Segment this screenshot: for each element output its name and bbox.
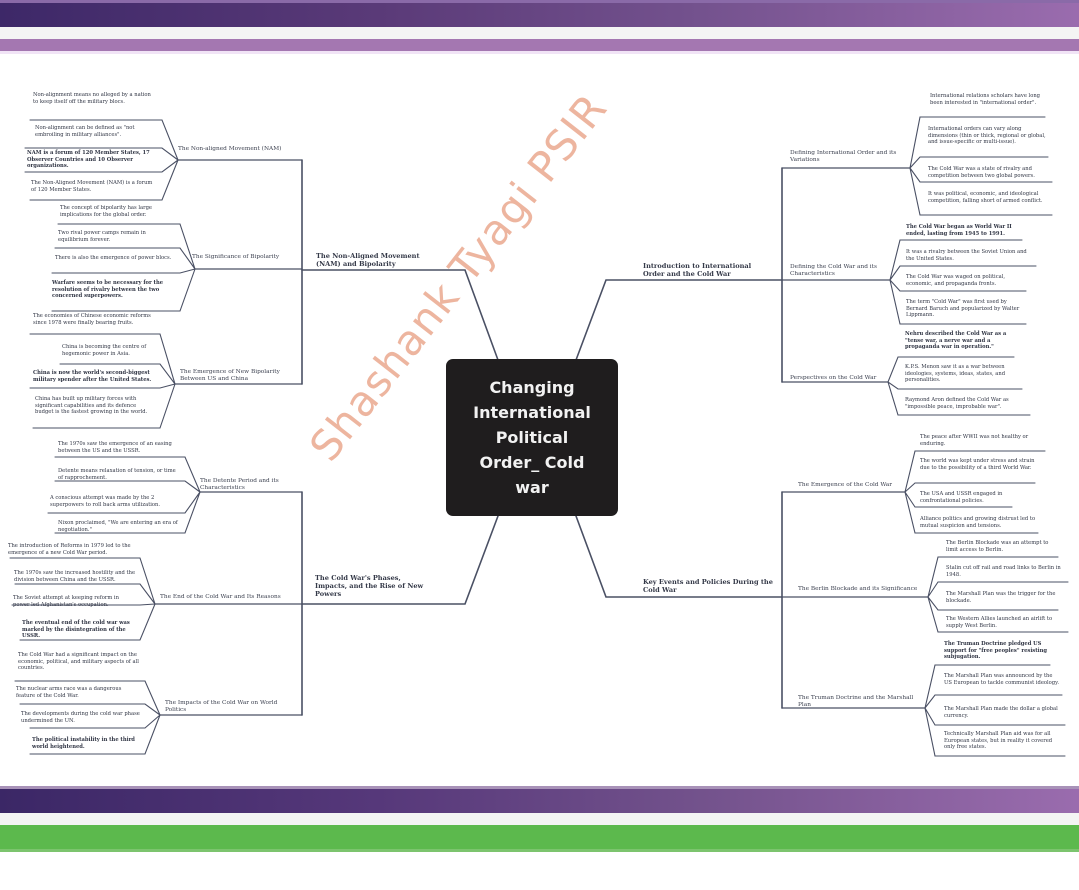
sub-perspectives-label[interactable]: Perspectives on the Cold War <box>790 375 877 381</box>
sub-berlin-label[interactable]: The Berlin Blockade and its Significance <box>798 586 918 592</box>
leaf: The peace after WWII was not healthy or … <box>920 434 1029 447</box>
header-stripe <box>0 39 1079 51</box>
branch-events-label[interactable]: Key Events and Policies During the Cold … <box>643 578 773 594</box>
leaf: Nixon proclaimed, "We are entering an er… <box>58 520 178 533</box>
leaf: The Marshall Plan made the dollar a glob… <box>944 706 1058 719</box>
leaf: NAM is a forum of 120 Member States, 17 … <box>27 150 150 170</box>
leaf: The Berlin Blockade was an attempt to li… <box>946 540 1049 553</box>
leaf: It was political, economic, and ideologi… <box>928 191 1043 204</box>
leaf: The Non-Aligned Movement (NAM) is a foru… <box>31 180 153 193</box>
leaf: China has built up military forces with … <box>35 396 148 416</box>
leaf: The economies of Chinese economic reform… <box>33 313 151 326</box>
leaf: The developments during the cold war pha… <box>21 711 140 724</box>
leaf: The USA and USSR engaged in confrontatio… <box>920 491 1003 504</box>
leaf: The political instability in the third w… <box>32 737 135 750</box>
leaf: The Marshall Plan was announced by the U… <box>944 673 1060 686</box>
leaf: Raymond Aron defined the Cold War as "im… <box>905 397 1009 410</box>
leaf: China is becoming the centre of hegemoni… <box>62 344 147 357</box>
leaf: The Cold War was waged on political, eco… <box>906 274 1006 287</box>
leaf: The concept of bipolarity has large impl… <box>60 205 152 218</box>
sub-truman-label[interactable]: The Truman Doctrine and the Marshall Pla… <box>798 695 914 708</box>
footer-gap <box>0 813 1079 825</box>
sub-defining-cold-war-label[interactable]: Defining the Cold War and its Characteri… <box>790 264 877 277</box>
leaf: There is also the emergence of power blo… <box>55 255 172 261</box>
leaf: International relations scholars have lo… <box>930 93 1040 106</box>
leaf: The nuclear arms race was a dangerous fe… <box>16 686 122 699</box>
leaf: The Soviet attempt at keeping reform in … <box>13 595 119 608</box>
sub-emergence-label[interactable]: The Emergence of the Cold War <box>798 482 893 488</box>
sub-new-bipolarity-label[interactable]: The Emergence of New Bipolarity Between … <box>180 369 280 382</box>
sub-detente-label[interactable]: The Detente Period and its Characteristi… <box>200 478 279 491</box>
leaf: Two rival power camps remain in equilibr… <box>58 230 146 243</box>
leaf: Alliance politics and growing distrust l… <box>920 516 1036 529</box>
sub-defining-order-label[interactable]: Defining International Order and its Var… <box>790 150 897 163</box>
leaf: Non-alignment means no alleged by a nati… <box>33 92 151 105</box>
branch-intro-label[interactable]: Introduction to International Order and … <box>643 262 752 278</box>
sub-nam-label[interactable]: The Non-aligned Movement (NAM) <box>178 146 282 152</box>
leaf: The Truman Doctrine pledged US support f… <box>944 641 1047 661</box>
leaf: International orders can vary along dime… <box>928 126 1046 146</box>
leaf: The Marshall Plan was the trigger for th… <box>946 591 1056 604</box>
leaf: Stalin cut off rail and road links to Be… <box>946 565 1061 578</box>
leaf: Detente means relaxation of tension, or … <box>58 468 176 481</box>
sub-bipolarity-label[interactable]: The Significance of Bipolarity <box>192 254 280 260</box>
leaf: The 1970s saw the increased hostility an… <box>14 570 136 583</box>
footer-gradient-band <box>0 786 1079 813</box>
central-topic-node[interactable]: Changing International Political Order_ … <box>446 359 618 516</box>
leaf: Technically Marshall Plan aid was for al… <box>944 731 1053 751</box>
central-topic-title: Changing International Political Order_ … <box>473 378 591 497</box>
leaf: The Western Allies launched an airlift t… <box>946 616 1053 629</box>
header-gap <box>0 27 1079 39</box>
leaf: The Cold War began as World War II ended… <box>906 224 1012 237</box>
leaf: Nehru described the Cold War as a "tense… <box>905 331 1007 351</box>
leaf: The introduction of Reforms in 1979 led … <box>8 543 131 556</box>
leaf: The term "Cold War" was first used by Be… <box>906 299 1020 319</box>
leaf: The Cold War had a significant impact on… <box>18 652 139 672</box>
leaf: The world was kept under stress and stra… <box>920 458 1035 471</box>
leaf: A conscious attempt was made by the 2 su… <box>50 495 161 508</box>
leaf: Warfare seems to be necessary for the re… <box>52 280 164 300</box>
leaf: Non-alignment can be defined as "not emb… <box>35 125 135 138</box>
leaf: The 1970s saw the emergence of an easing… <box>58 441 172 454</box>
leaf: The eventual end of the cold war was mar… <box>22 620 130 640</box>
leaf: K.P.S. Menon saw it as a war between ide… <box>905 364 1006 384</box>
leaf: China is now the world's second-biggest … <box>33 370 152 383</box>
footer-green-band <box>0 825 1079 852</box>
branch-nam-label[interactable]: The Non-Aligned Movement (NAM) and Bipol… <box>316 252 420 268</box>
branch-phases-label[interactable]: The Cold War's Phases, Impacts, and the … <box>315 574 424 598</box>
leaf: It was a rivalry between the Soviet Unio… <box>906 249 1027 262</box>
leaf: The Cold War was a state of rivalry and … <box>928 166 1035 179</box>
header-gradient-band <box>0 0 1079 27</box>
header-stripe-light <box>0 51 1079 54</box>
sub-end-cold-war-label[interactable]: The End of the Cold War and Its Reasons <box>160 594 281 600</box>
sub-impacts-label[interactable]: The Impacts of the Cold War on World Pol… <box>165 700 278 713</box>
